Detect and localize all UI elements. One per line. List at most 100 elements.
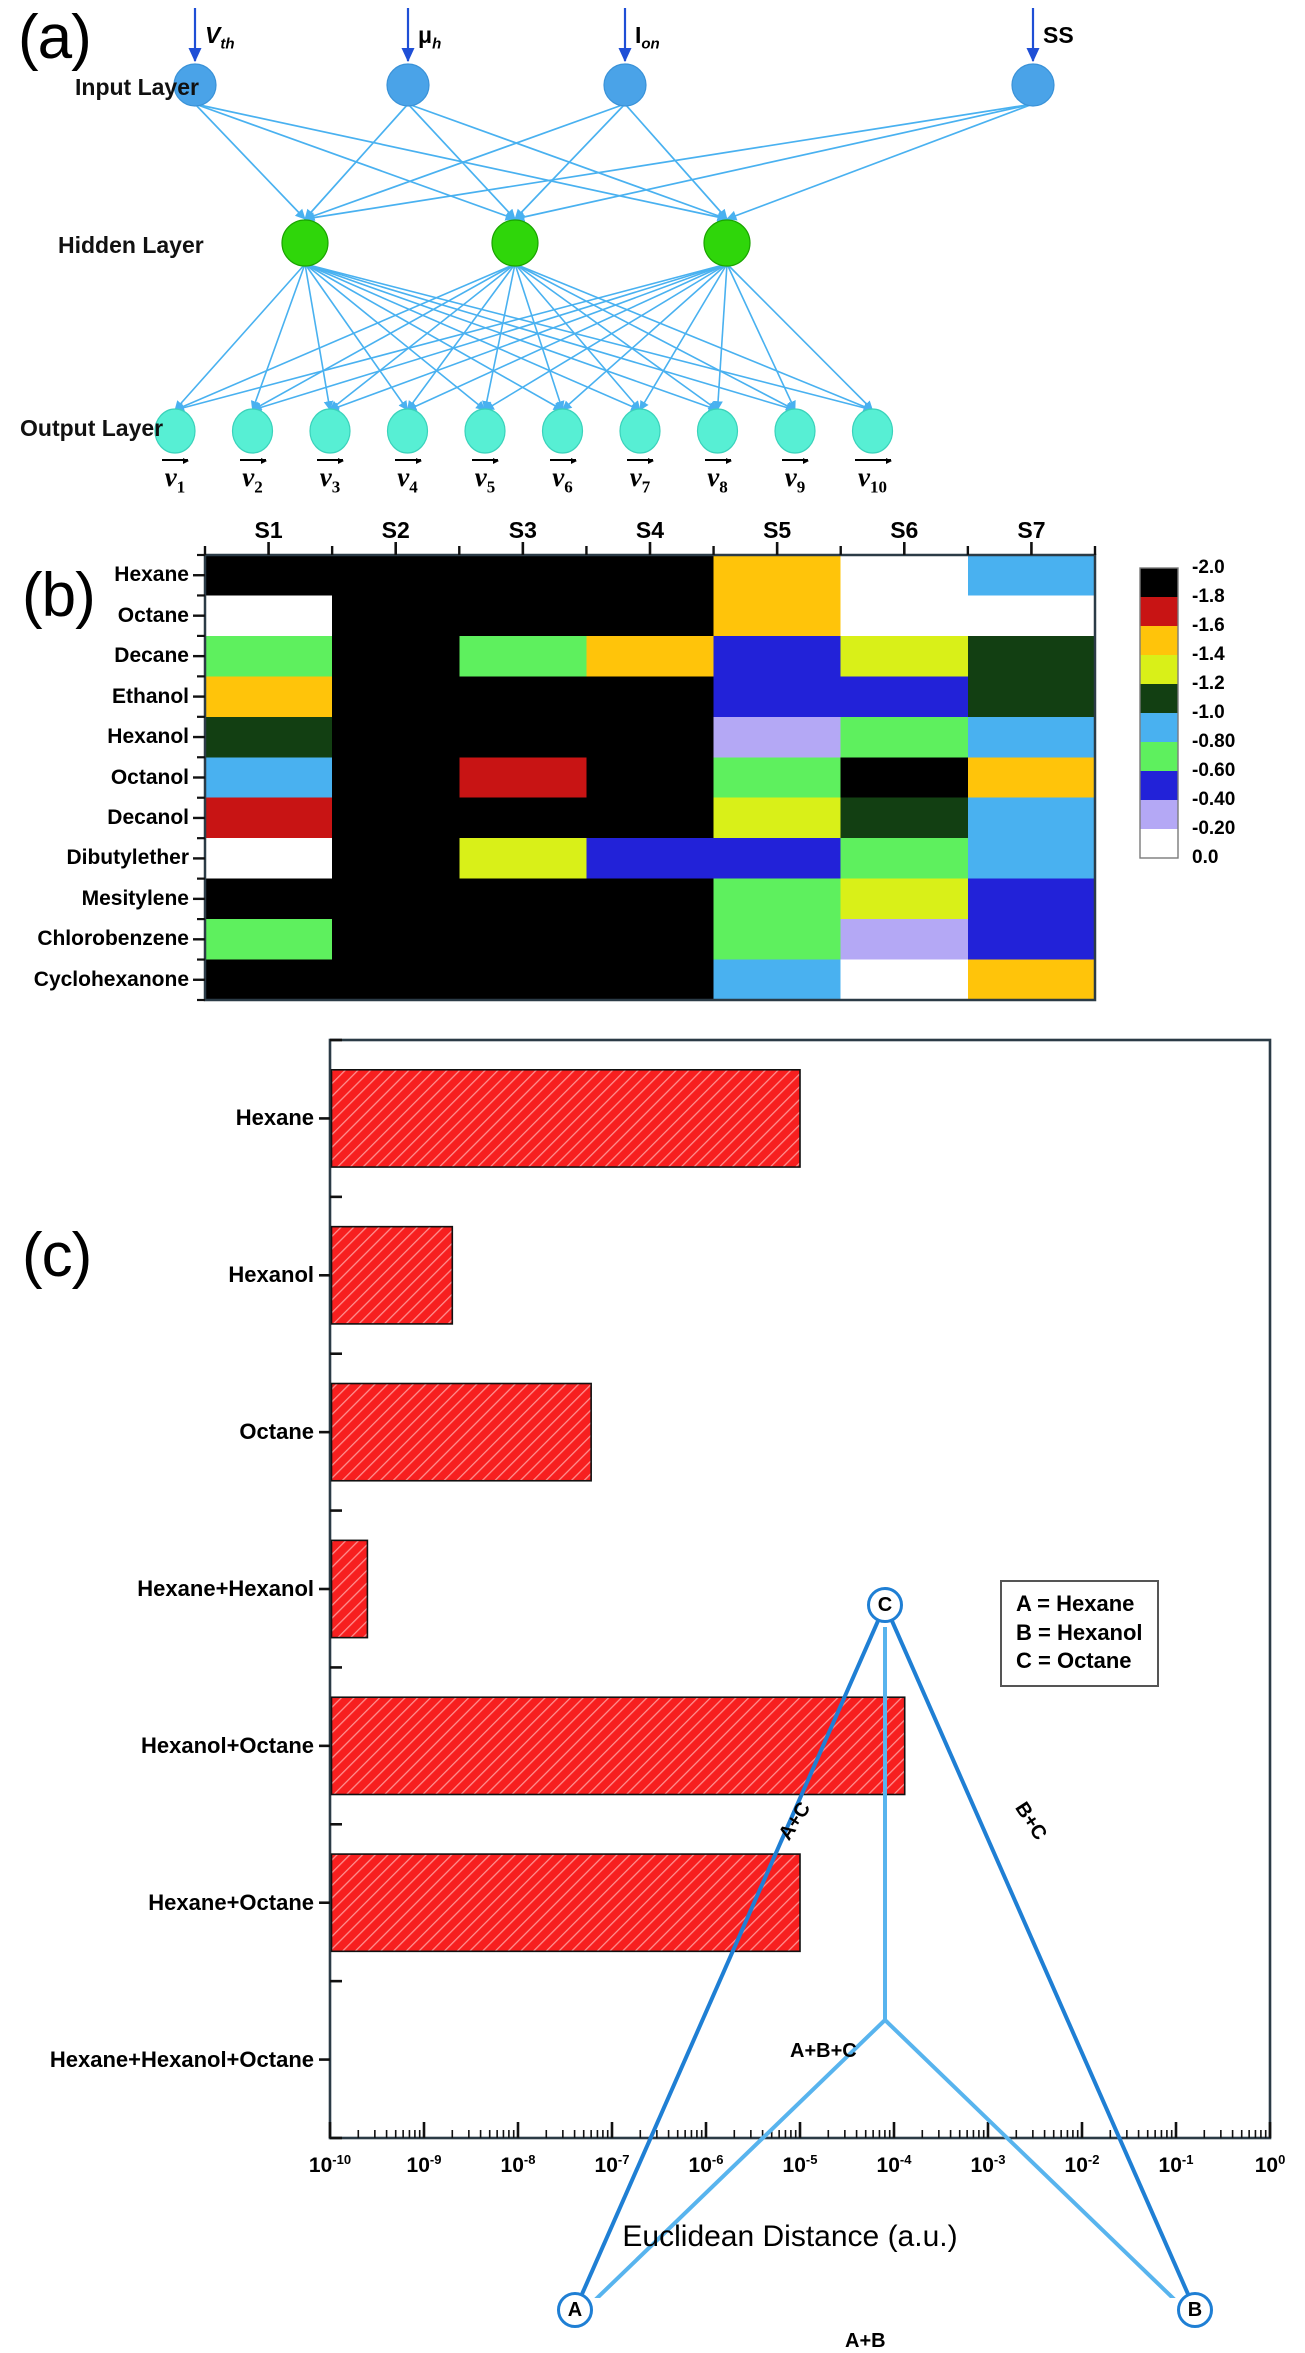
output-vector-label-6: v6 bbox=[537, 457, 589, 497]
input-label-symbol-3: I bbox=[635, 22, 642, 48]
heatmap-row-label-chlorobenzene: Chlorobenzene bbox=[37, 927, 189, 951]
vector-symbol-4: v bbox=[397, 462, 410, 492]
heatmap-row-label-hexane: Hexane bbox=[114, 563, 189, 587]
x-tick-1: 10-9 bbox=[407, 2152, 442, 2178]
vector-index-3: 3 bbox=[331, 477, 341, 497]
panel-a-neural-network: (a) Input Layer Hidden Layer Output Laye… bbox=[0, 0, 1305, 520]
x-tick-base-9: 10 bbox=[1158, 2154, 1182, 2177]
x-tick-base-10: 10 bbox=[1254, 2154, 1279, 2177]
inset-edge-label-3: A+B+C bbox=[790, 2040, 857, 2062]
input-label-1: Vth bbox=[205, 22, 235, 53]
vector-index-8: 8 bbox=[719, 477, 728, 497]
x-tick-exponent-2: -8 bbox=[523, 2152, 536, 2167]
colorbar-tick-2: -1.6 bbox=[1192, 615, 1225, 636]
output-vector-label-4: v4 bbox=[382, 457, 434, 497]
vector-symbol-6: v bbox=[552, 462, 565, 492]
vector-index-10: 10 bbox=[869, 477, 887, 497]
inset-node-c: C bbox=[867, 1587, 903, 1623]
heatmap-row-label-octanol: Octanol bbox=[110, 765, 189, 789]
output-layer-label: Output Layer bbox=[20, 415, 164, 441]
vector-index-2: 2 bbox=[254, 477, 263, 497]
vector-arrow-icon-1 bbox=[162, 457, 189, 464]
x-tick-base-5: 10 bbox=[782, 2154, 806, 2177]
x-tick-exponent-1: -9 bbox=[429, 2152, 442, 2167]
vector-index-6: 6 bbox=[564, 477, 573, 497]
input-label-3: Ion bbox=[635, 22, 660, 53]
x-tick-exponent-10: 0 bbox=[1278, 2152, 1286, 2167]
vector-arrow-icon-2 bbox=[239, 457, 267, 464]
vector-arrow-icon-4 bbox=[394, 457, 422, 464]
colorbar-tick-4: -1.2 bbox=[1192, 673, 1225, 694]
heatmap-column-header-S1: S1 bbox=[254, 517, 283, 543]
inset-legend: A = Hexane B = Hexanol C = Octane bbox=[1000, 1580, 1159, 1687]
input-label-sub-2: h bbox=[432, 35, 442, 53]
vector-index-5: 5 bbox=[486, 477, 496, 497]
x-tick-base-0: 10 bbox=[308, 2154, 333, 2177]
bar-category-hexane: Hexane bbox=[235, 1105, 314, 1131]
inset-edge-label-2: A+B bbox=[845, 2330, 886, 2352]
input-label-sub-3: on bbox=[641, 35, 660, 53]
heatmap-column-header-S3: S3 bbox=[508, 517, 537, 543]
x-tick-10: 100 bbox=[1255, 2152, 1286, 2178]
vector-arrow-icon-7 bbox=[627, 457, 654, 464]
vector-arrow-icon-3 bbox=[317, 457, 344, 464]
heatmap-column-header-S6: S6 bbox=[890, 517, 919, 543]
vector-index-9: 9 bbox=[796, 477, 806, 497]
x-tick-base-1: 10 bbox=[406, 2154, 430, 2177]
bar-category-hexanol: Hexanol bbox=[228, 1262, 314, 1288]
vector-index-7: 7 bbox=[641, 477, 651, 497]
x-tick-base-2: 10 bbox=[500, 2154, 524, 2177]
panel-b-letter: (b) bbox=[22, 561, 96, 630]
x-tick-4: 10-6 bbox=[689, 2152, 724, 2178]
x-tick-base-8: 10 bbox=[1064, 2154, 1088, 2177]
inset-node-b: B bbox=[1177, 2292, 1213, 2328]
heatmap-row-label-ethanol: Ethanol bbox=[112, 684, 189, 708]
vector-symbol-8: v bbox=[707, 462, 720, 492]
colorbar-tick-7: -0.60 bbox=[1192, 760, 1236, 781]
vector-arrow-icon-5 bbox=[472, 457, 499, 464]
output-vector-label-10: v10 bbox=[847, 457, 899, 497]
hidden-layer-label: Hidden Layer bbox=[58, 232, 204, 258]
x-tick-exponent-4: -6 bbox=[711, 2152, 724, 2167]
colorbar-tick-10: 0.0 bbox=[1192, 847, 1219, 868]
colorbar-tick-5: -1.0 bbox=[1192, 702, 1225, 723]
vector-symbol-1: v bbox=[164, 462, 177, 492]
x-tick-6: 10-4 bbox=[877, 2152, 912, 2178]
vector-symbol-7: v bbox=[629, 462, 642, 492]
vector-arrow-icon-6 bbox=[549, 457, 577, 464]
input-label-sub-1: th bbox=[220, 35, 235, 53]
x-tick-0: 10-10 bbox=[309, 2152, 351, 2178]
output-vector-label-3: v3 bbox=[304, 457, 356, 497]
heatmap-column-header-S7: S7 bbox=[1017, 517, 1046, 543]
heatmap-row-label-decane: Decane bbox=[114, 644, 189, 668]
x-tick-base-3: 10 bbox=[594, 2154, 618, 2177]
vector-symbol-2: v bbox=[242, 462, 255, 492]
vector-index-4: 4 bbox=[409, 477, 418, 497]
heatmap-row-label-dibutylether: Dibutylether bbox=[66, 846, 189, 870]
output-vector-label-9: v9 bbox=[769, 457, 821, 497]
heatmap-row-label-mesitylene: Mesitylene bbox=[81, 886, 189, 910]
x-tick-base-6: 10 bbox=[876, 2154, 900, 2177]
input-label-2: μh bbox=[418, 22, 441, 53]
output-vector-label-7: v7 bbox=[614, 457, 666, 497]
x-tick-exponent-7: -3 bbox=[993, 2152, 1006, 2167]
heatmap-column-header-S2: S2 bbox=[381, 517, 410, 543]
input-label-symbol-4: SS bbox=[1043, 22, 1074, 48]
x-tick-exponent-9: -1 bbox=[1181, 2152, 1194, 2167]
input-label-symbol-2: μ bbox=[418, 22, 433, 48]
bar-category-hexane-octane: Hexane+Octane bbox=[148, 1889, 314, 1915]
x-tick-8: 10-2 bbox=[1065, 2152, 1100, 2178]
heatmap-grid bbox=[193, 542, 1179, 1002]
output-vector-label-5: v5 bbox=[459, 457, 511, 497]
colorbar-tick-6: -0.80 bbox=[1192, 731, 1236, 752]
colorbar-tick-3: -1.4 bbox=[1192, 644, 1225, 665]
legend-line-b: B = Hexanol bbox=[1016, 1619, 1143, 1645]
x-axis-title: Euclidean Distance (a.u.) bbox=[622, 2220, 958, 2253]
panel-c-letter: (c) bbox=[22, 1221, 92, 1290]
legend-line-a: A = Hexane bbox=[1016, 1591, 1135, 1616]
x-tick-3: 10-7 bbox=[595, 2152, 630, 2178]
heatmap-row-label-octane: Octane bbox=[117, 603, 189, 627]
x-tick-5: 10-5 bbox=[783, 2152, 818, 2178]
vector-symbol-5: v bbox=[474, 462, 487, 492]
